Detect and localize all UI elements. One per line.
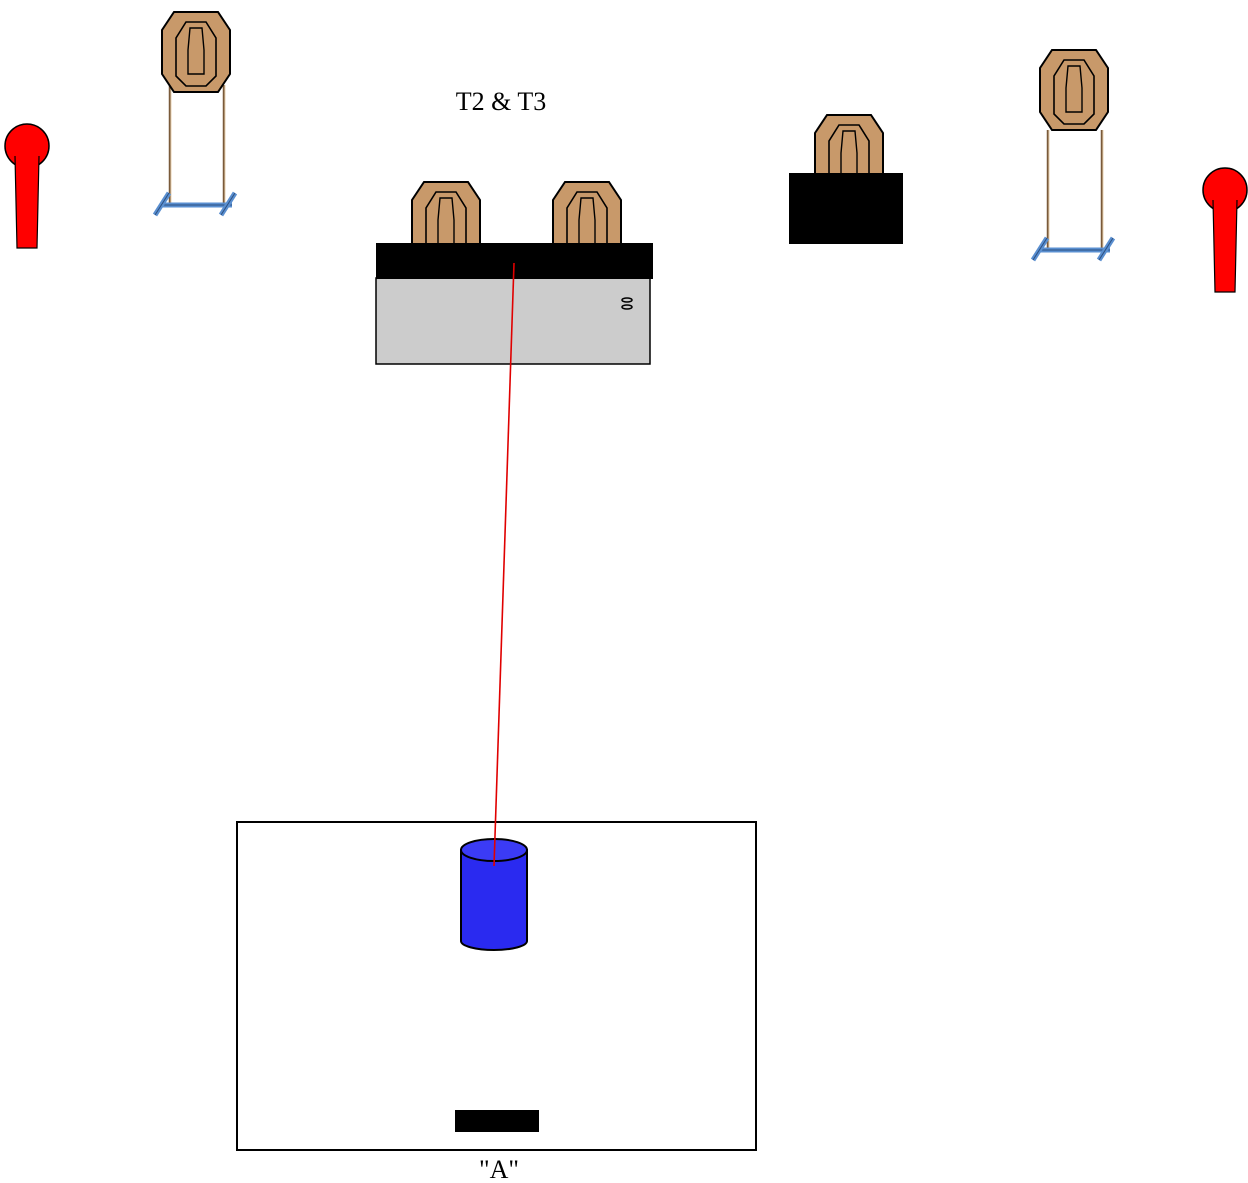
sight-line	[493, 262, 515, 867]
target-box-right	[789, 114, 903, 244]
station-label: "A"	[479, 1155, 519, 1183]
wall-marker-icon	[621, 297, 633, 303]
target-stand-left	[155, 11, 235, 215]
popper-right	[1202, 167, 1248, 293]
barrel	[460, 838, 528, 951]
group-label: T2 & T3	[456, 87, 547, 116]
popper-left	[4, 123, 50, 249]
target-stand-right	[1033, 49, 1113, 260]
start-marker	[455, 1110, 539, 1132]
center-wall	[375, 243, 653, 365]
